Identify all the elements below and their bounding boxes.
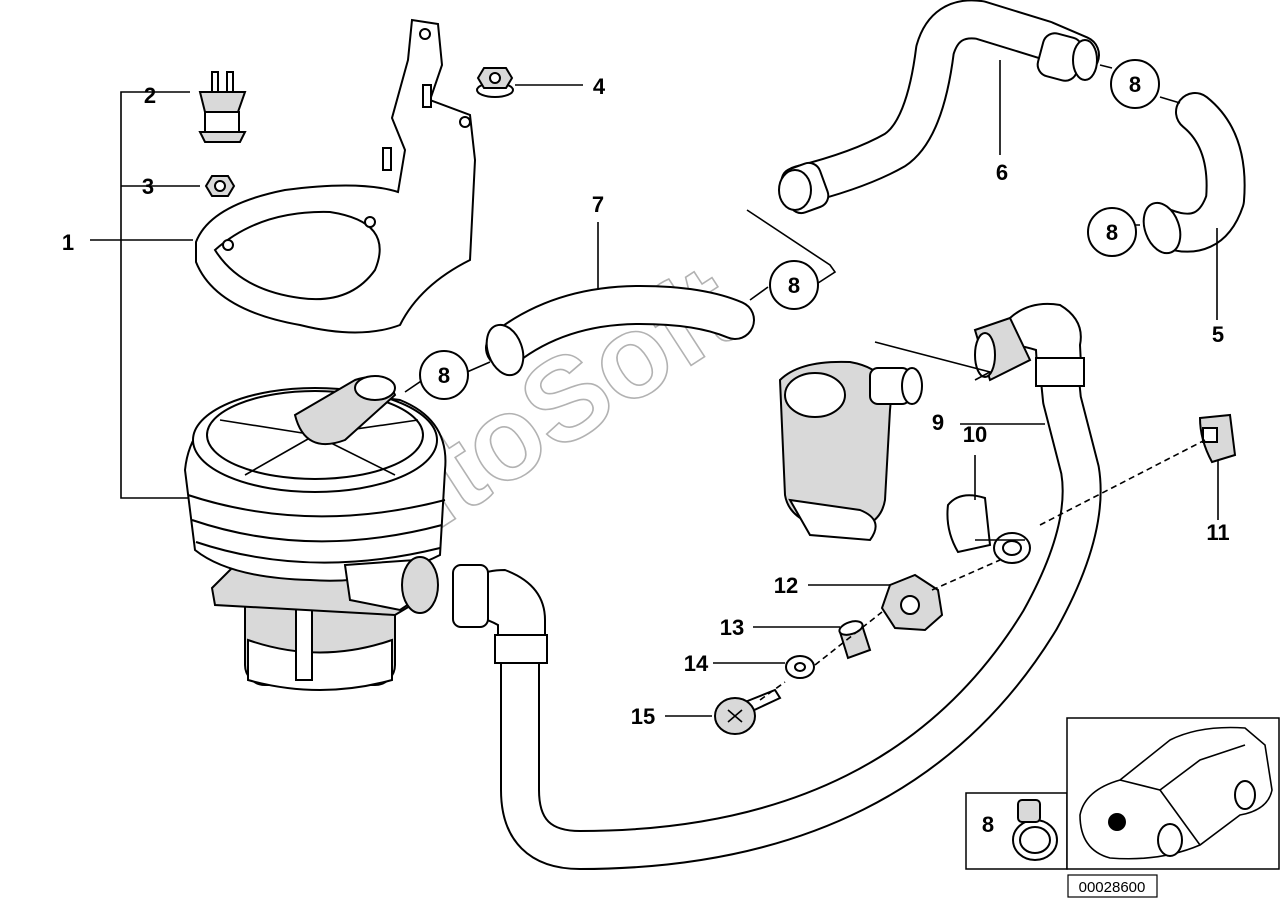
callout-8-circle-right: 8 [1087, 207, 1137, 257]
hose-clamp-icon [1012, 799, 1058, 861]
location-marker-icon [1108, 813, 1126, 831]
svg-text:8: 8 [438, 363, 450, 388]
screw-part [714, 688, 782, 735]
callout-10: 10 [963, 422, 987, 447]
flange-nut-part [476, 67, 514, 98]
reference-number-box: 00028600 [1067, 874, 1158, 898]
rubber-mount-part [198, 71, 247, 143]
callout-6: 6 [996, 160, 1008, 185]
air-pump-part [183, 375, 447, 691]
callout-9: 9 [932, 410, 944, 435]
clip-part [946, 494, 1031, 564]
callout-8-circle-left: 8 [419, 350, 469, 400]
callout-1: 1 [62, 230, 74, 255]
nut-part [204, 175, 236, 197]
callout-15: 15 [631, 704, 655, 729]
reference-number: 00028600 [1079, 879, 1146, 896]
callout-3: 3 [142, 174, 154, 199]
callout-8-clamp: 8 [982, 812, 994, 837]
hose-part-9 [452, 302, 1102, 870]
callout-14: 14 [684, 651, 709, 676]
callout-11: 11 [1206, 520, 1229, 545]
hose-clamp-box: 8 [965, 792, 1068, 870]
group-bracket [90, 91, 200, 499]
clip-nut-part [1198, 413, 1237, 464]
callout-13: 13 [720, 615, 744, 640]
callout-7: 7 [592, 192, 604, 217]
check-valve-part [778, 360, 923, 542]
svg-text:8: 8 [1129, 72, 1141, 97]
svg-text:8: 8 [788, 273, 800, 298]
grommet-part [880, 573, 944, 632]
callout-12: 12 [774, 573, 798, 598]
hose-part-5 [1142, 92, 1246, 255]
svg-text:8: 8 [1106, 220, 1118, 245]
hose-part-6 [778, 0, 1100, 215]
callout-labels: 1 2 3 4 5 6 7 9 10 11 12 13 14 15 8 8 8 … [62, 59, 1230, 729]
washer-part [785, 655, 815, 679]
callout-8-circle-upper-right: 8 [1110, 59, 1160, 109]
car-location-box [1066, 717, 1280, 870]
car-outline-icon [1079, 726, 1273, 860]
hose-part-7 [485, 285, 755, 377]
callout-2: 2 [144, 83, 156, 108]
bracket-part [195, 18, 477, 334]
leader-lines [404, 60, 1219, 717]
callout-4: 4 [593, 74, 606, 99]
callout-8-circle-middle: 8 [769, 260, 819, 310]
callout-5: 5 [1212, 322, 1224, 347]
